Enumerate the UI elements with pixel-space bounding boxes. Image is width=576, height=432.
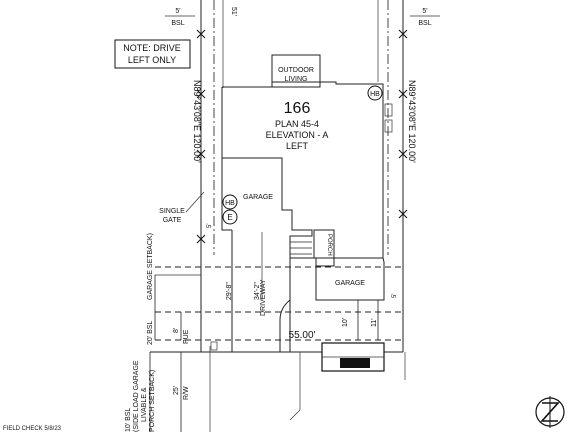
top-bsl: 5' BSL 5' BSL 51' — [165, 7, 440, 27]
side-setback-3: LIVABLE & — [141, 387, 148, 422]
bsl-left-value: 5' — [175, 8, 180, 15]
rw-label: R/W — [183, 386, 190, 400]
dimension-lines — [149, 260, 379, 432]
outdoor-living-box — [271, 54, 321, 88]
street-area — [209, 341, 406, 432]
note-line-1: NOTE: DRIVE — [123, 43, 181, 53]
north-arrow-icon — [535, 396, 565, 428]
top-51-dim: 51' — [230, 7, 237, 16]
drive-note: NOTE: DRIVE LEFT ONLY — [114, 39, 191, 69]
side-setback-1: 10' BSL — [125, 408, 132, 432]
dim-11: 11' — [371, 318, 378, 327]
outdoor-living-1: OUTDOOR — [278, 67, 314, 74]
single-gate-1: SINGLE — [159, 208, 185, 215]
bsl-left-label: BSL — [171, 20, 184, 27]
garage-setback-1: 20' BSL — [147, 321, 154, 345]
dim-34-2: 34'-2" — [254, 282, 261, 300]
driveway — [231, 230, 291, 352]
single-gate-2: GATE — [163, 217, 182, 224]
right-bearing: N89°43'08"E 120.00' — [407, 80, 417, 163]
frontage-dim: 55.00' — [289, 330, 316, 341]
pue-label: PUE — [183, 329, 190, 344]
porch-box — [313, 229, 335, 259]
garage-setback-2: GARAGE SETBACK) — [147, 233, 154, 300]
pue-value: 8' — [173, 328, 180, 333]
plan-label: 166 PLAN 45-4 ELEVATION - A LEFT — [266, 100, 329, 151]
side-setback-4: PORCH SETBACK) — [149, 370, 156, 432]
left-bearing: N89°43'08"E 120.00' — [192, 80, 202, 163]
lot-number: 166 — [284, 100, 311, 117]
dim-5-right: 5' — [392, 294, 398, 298]
garage-left-label: GARAGE — [243, 194, 273, 201]
dim-5-left: 5' — [207, 224, 213, 228]
rw-value: 25' — [173, 386, 180, 395]
markers: HB HB E — [222, 85, 383, 225]
house-footprint — [221, 54, 393, 301]
outdoor-living-2: LIVING — [285, 76, 308, 83]
side-setback-2: (SIDE LOAD GARAGE — [133, 360, 140, 432]
plan-line-3: LEFT — [286, 141, 309, 151]
bsl-right-value: 5' — [422, 8, 427, 15]
field-check-note: FIELD CHECK 5/8/23 — [3, 426, 62, 432]
plan-line-2: ELEVATION - A — [266, 130, 329, 140]
plan-line-1: PLAN 45-4 — [275, 119, 319, 129]
e-marker-label: E — [227, 213, 232, 222]
hb-top-label: HB — [370, 91, 380, 98]
garage-right-label: GARAGE — [335, 280, 365, 287]
bsl-right-label: BSL — [418, 20, 431, 27]
porch-label: PORCH — [326, 234, 332, 256]
driveway-label: DRIVEWAY — [260, 279, 267, 316]
note-line-2: LEFT ONLY — [128, 55, 176, 65]
hb-left-label: HB — [225, 200, 235, 207]
dim-10: 10' — [342, 318, 349, 327]
dim-29-8: 29'-8" — [226, 282, 233, 300]
